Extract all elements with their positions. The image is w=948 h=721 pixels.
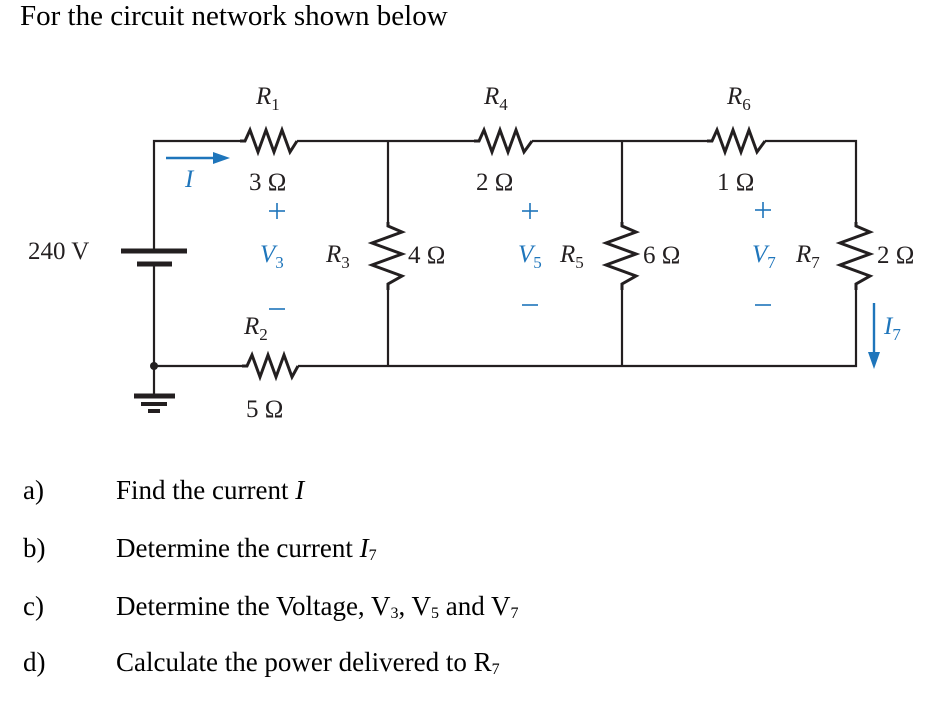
r3-name: R3: [325, 241, 350, 272]
wire-r7-bottom: [298, 290, 858, 368]
wires: [150, 139, 858, 395]
question-letter: d): [23, 647, 46, 677]
question-letter: c): [23, 591, 44, 621]
v3-label: V3: [260, 241, 284, 272]
resistor-r2: [242, 350, 300, 382]
r1-name: R1: [255, 83, 280, 114]
r4-value: 2 Ω: [476, 169, 513, 196]
resistor-r5: [601, 222, 641, 290]
current-i-label: I: [184, 166, 195, 193]
arrow-down-icon: [868, 352, 880, 369]
question-letter: a): [23, 475, 44, 505]
r3-value: 4 Ω: [408, 242, 445, 269]
voltage-v5: V5: [518, 203, 542, 306]
question-letter: b): [23, 533, 46, 563]
resistor-r7: [835, 222, 875, 290]
circuit-diagram: 240 V R1 3 Ω R2 5 Ω R3 4 Ω R4 2 Ω R5 6 Ω…: [28, 83, 914, 423]
question-text: Find the current I: [116, 475, 305, 505]
voltage-v7: V7: [752, 202, 776, 306]
ground-symbol: [134, 393, 175, 413]
current-i7-label: I7: [883, 313, 901, 344]
resistor-r1: [240, 125, 299, 157]
question-text: Determine the Voltage, V3, V5 and V7: [116, 591, 519, 622]
source-voltage-label: 240 V: [28, 238, 89, 265]
current-i7-indicator: I7: [868, 303, 901, 369]
r6-value: 1 Ω: [717, 169, 754, 196]
r7-value: 2 Ω: [877, 242, 914, 269]
resistor-r6: [707, 125, 767, 157]
resistor-r4: [474, 125, 534, 157]
current-i-indicator: I: [166, 152, 230, 193]
question-text: Calculate the power delivered to R7: [116, 647, 500, 678]
r2-name: R2: [243, 313, 268, 344]
question-text: Determine the current I7: [116, 533, 377, 564]
r5-value: 6 Ω: [643, 242, 680, 269]
arrow-right-icon: [213, 152, 230, 164]
battery-symbol: [121, 248, 187, 267]
r5-name: R5: [559, 241, 584, 272]
resistor-r3: [367, 222, 407, 290]
r7-name: R7: [795, 241, 820, 272]
r6-name: R6: [726, 83, 751, 114]
wire-r6-right: [765, 139, 858, 222]
v5-label: V5: [518, 241, 542, 272]
wire-left-top: [152, 139, 240, 251]
junction-dot: [150, 362, 158, 370]
r2-value: 5 Ω: [246, 396, 283, 423]
r1-value: 3 Ω: [249, 169, 286, 196]
r4-name: R4: [483, 83, 508, 114]
v7-label: V7: [752, 241, 776, 272]
intro-text: For the circuit network shown below: [20, 0, 448, 32]
voltage-v3: V3: [260, 203, 285, 310]
